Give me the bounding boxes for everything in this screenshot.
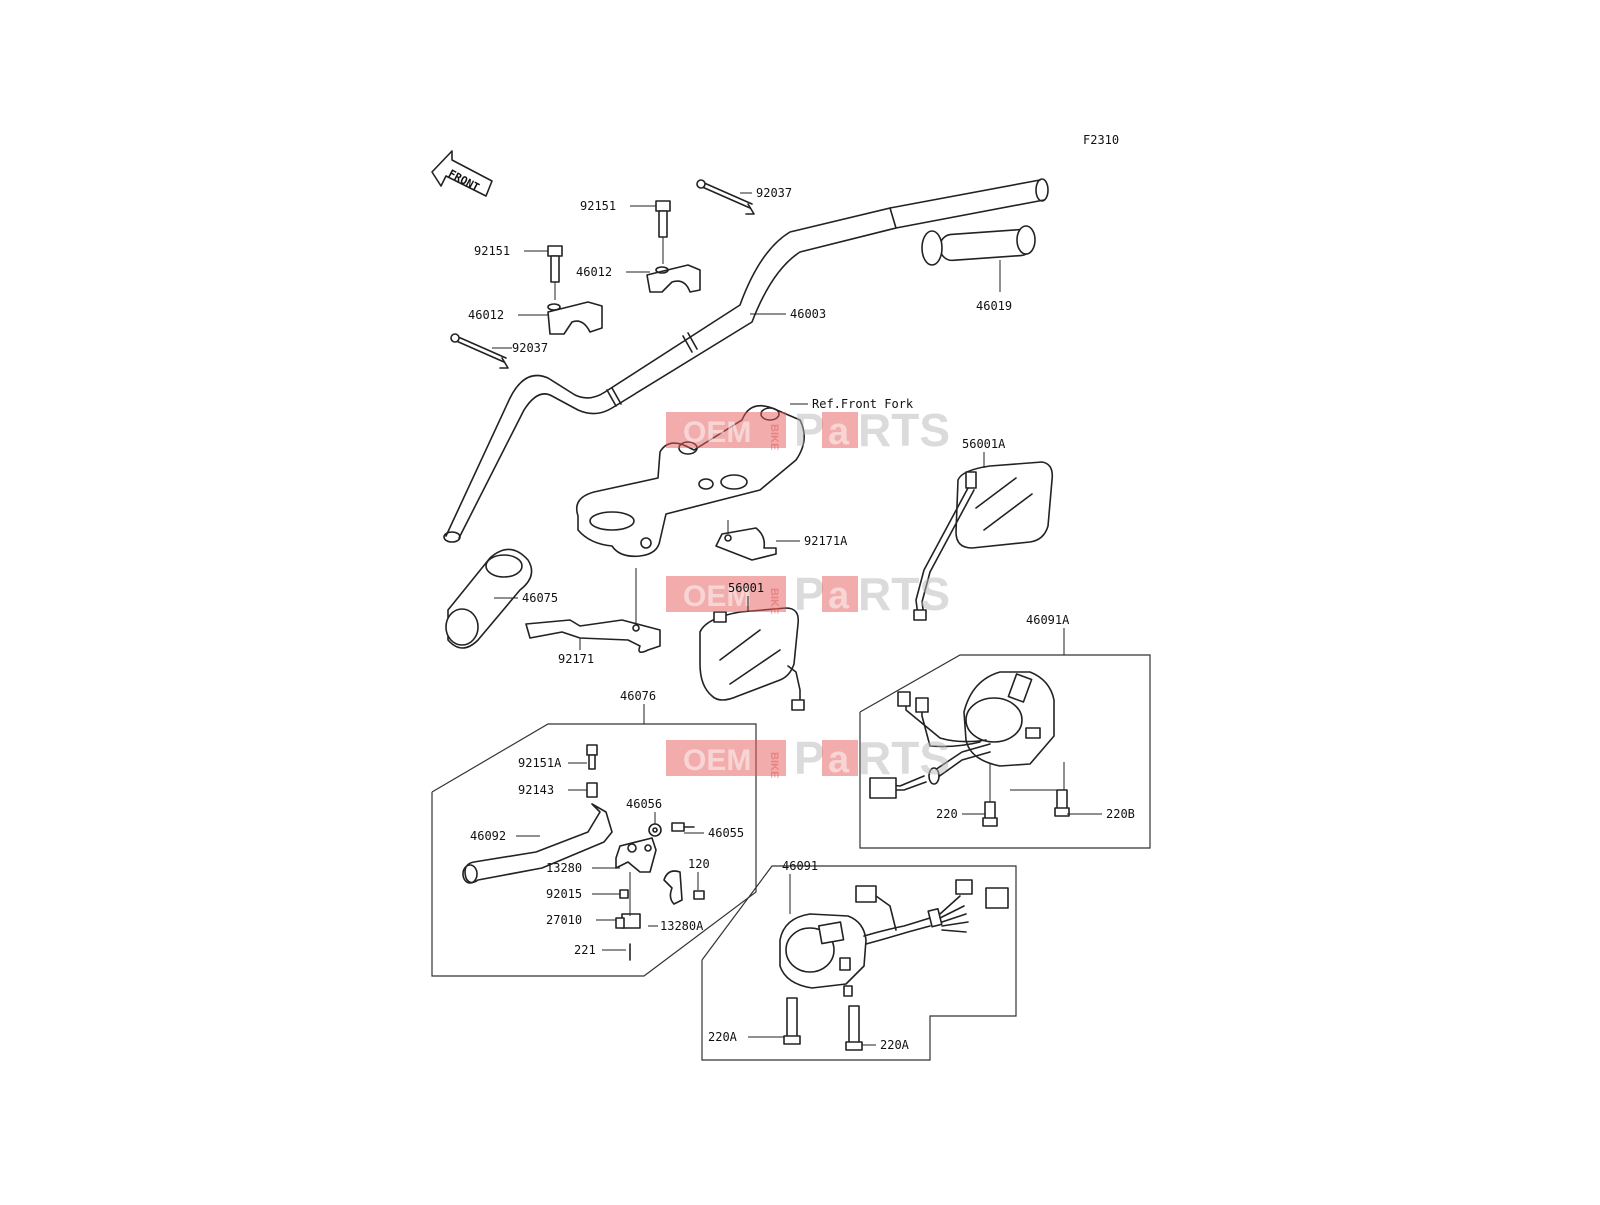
svg-text:a: a [828, 575, 850, 617]
switch-46091A-drawing [869, 671, 1070, 827]
watermark-1: OEM BIKE P a RTS [666, 404, 950, 456]
label-46091A: 46091A [1026, 613, 1070, 627]
band-92037-top-drawing [696, 179, 755, 215]
label-221: 221 [574, 943, 596, 957]
figure-code: F2310 [1083, 133, 1119, 147]
label-92143: 92143 [518, 783, 554, 797]
label-13280: 13280 [546, 861, 582, 875]
label-56001A: 56001A [962, 437, 1006, 451]
label-13280A: 13280A [660, 919, 704, 933]
label-220A-right: 220A [880, 1038, 910, 1052]
switch-46091-drawing [779, 879, 1009, 1051]
svg-text:BIKE: BIKE [768, 588, 780, 614]
label-120: 120 [688, 857, 710, 871]
label-46056: 46056 [626, 797, 662, 811]
label-46075: 46075 [522, 591, 558, 605]
grip-left-drawing [445, 548, 533, 649]
label-92037-top: 92037 [756, 186, 792, 200]
svg-text:OEM: OEM [683, 744, 751, 777]
label-46019: 46019 [976, 299, 1012, 313]
grip-right-drawing [921, 225, 1036, 266]
holder-top-drawing [646, 236, 701, 293]
handlebar-drawing [443, 178, 1049, 543]
watermark-2: OEM BIKE P a RTS [666, 568, 950, 620]
label-46055: 46055 [708, 826, 744, 840]
leader-lines [492, 192, 1102, 1046]
svg-text:RTS: RTS [858, 568, 950, 620]
switch-46091-frame [701, 865, 1017, 1061]
band-92037-left-drawing [450, 333, 509, 369]
label-46012-top: 46012 [576, 265, 612, 279]
label-27010: 27010 [546, 913, 582, 927]
label-92015: 92015 [546, 887, 582, 901]
bolt-92151-top-drawing [655, 200, 671, 238]
watermark-3: OEM BIKE P a RTS [666, 732, 950, 784]
label-92151A: 92151A [518, 756, 562, 770]
holder-left-drawing [547, 266, 603, 335]
label-92171A: 92171A [804, 534, 848, 548]
label-92151-top: 92151 [580, 199, 616, 213]
bracket-92171-drawing [525, 568, 661, 654]
label-46003: 46003 [790, 307, 826, 321]
label-92037-left: 92037 [512, 341, 548, 355]
svg-text:P: P [794, 404, 825, 456]
svg-text:BIKE: BIKE [768, 424, 780, 450]
label-56001: 56001 [728, 581, 764, 595]
svg-text:OEM: OEM [683, 580, 751, 613]
svg-text:RTS: RTS [858, 404, 950, 456]
label-46091: 46091 [782, 859, 818, 873]
svg-text:OEM: OEM [683, 416, 751, 449]
label-46012-left: 46012 [468, 308, 504, 322]
svg-text:RTS: RTS [858, 732, 950, 784]
label-46092: 46092 [470, 829, 506, 843]
front-arrow-icon: FRONT [431, 150, 493, 197]
label-220B: 220B [1106, 807, 1135, 821]
svg-text:P: P [794, 568, 825, 620]
switch-46091A-frame [859, 654, 1151, 849]
label-ref-front-fork: Ref.Front Fork [812, 397, 914, 411]
label-220: 220 [936, 807, 958, 821]
bolt-92151-left-drawing [547, 245, 563, 283]
mirror-56001A-drawing [913, 461, 1054, 621]
bracket-92171A-drawing [715, 520, 777, 561]
label-46076: 46076 [620, 689, 656, 703]
svg-text:a: a [828, 739, 850, 781]
label-92171: 92171 [558, 652, 594, 666]
svg-text:BIKE: BIKE [768, 752, 780, 778]
part-labels: 92037 92151 92151 46012 46012 92037 4600… [468, 186, 1135, 1052]
svg-text:P: P [794, 732, 825, 784]
svg-text:a: a [828, 411, 850, 453]
label-92151-left: 92151 [474, 244, 510, 258]
lever-46076-frame [431, 723, 757, 977]
label-220A-left: 220A [708, 1030, 738, 1044]
mirror-56001-drawing [699, 607, 805, 711]
